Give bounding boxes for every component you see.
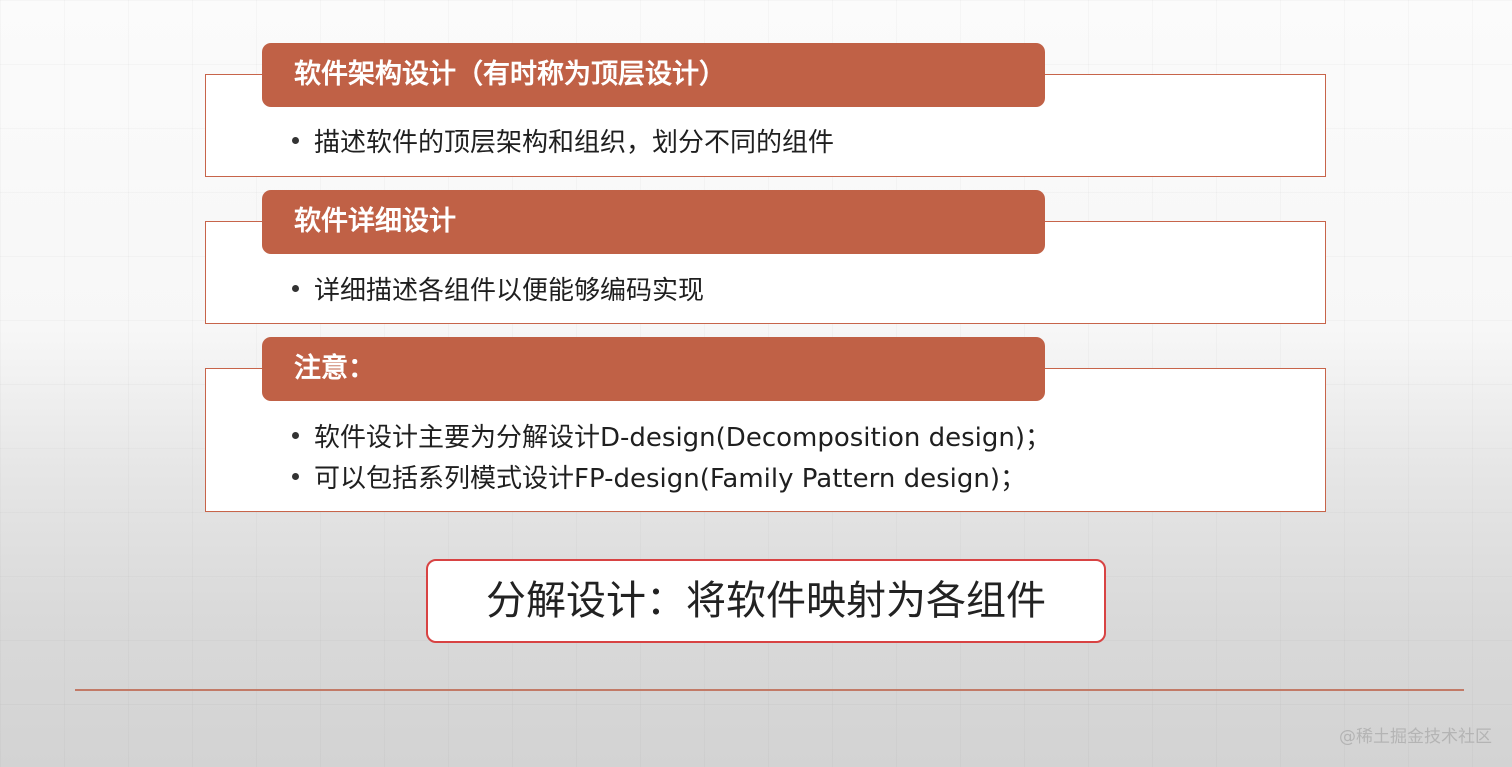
bullet-icon [292, 473, 299, 480]
bullet-icon [292, 137, 299, 144]
section-note-bullets: 软件设计主要为分解设计D-design(Decomposition design… [290, 415, 1051, 497]
bullet-icon [292, 432, 299, 439]
summary-callout: 分解设计：将软件映射为各组件 [426, 559, 1106, 643]
watermark: @稀土掘金技术社区 [1339, 727, 1492, 747]
section-architecture-header: 软件架构设计（有时称为顶层设计） [262, 43, 1045, 107]
section-architecture-bullets: 描述软件的顶层架构和组织，划分不同的组件 [290, 120, 834, 161]
section-detail-bullets: 详细描述各组件以便能够编码实现 [290, 268, 704, 309]
bullet-text: 可以包括系列模式设计FP-design(Family Pattern desig… [314, 464, 1026, 494]
section-note-header: 注意： [262, 337, 1045, 401]
list-item: 描述软件的顶层架构和组织，划分不同的组件 [290, 120, 834, 161]
footer-divider [75, 689, 1464, 691]
bullet-text: 详细描述各组件以便能够编码实现 [314, 276, 705, 306]
list-item: 软件设计主要为分解设计D-design(Decomposition design… [290, 415, 1051, 456]
bullet-text: 描述软件的顶层架构和组织，划分不同的组件 [314, 128, 835, 158]
bullet-text: 软件设计主要为分解设计D-design(Decomposition design… [314, 423, 1051, 453]
list-item: 详细描述各组件以便能够编码实现 [290, 268, 704, 309]
bullet-icon [292, 285, 299, 292]
section-detail-header: 软件详细设计 [262, 190, 1045, 254]
list-item: 可以包括系列模式设计FP-design(Family Pattern desig… [290, 456, 1051, 497]
